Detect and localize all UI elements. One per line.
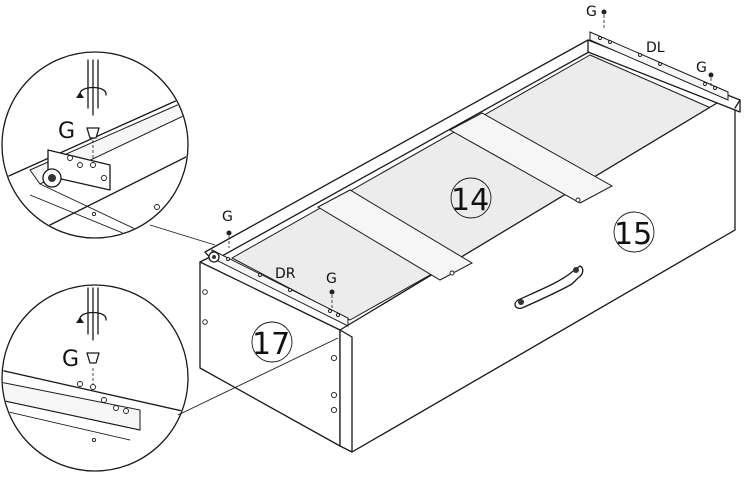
label-screw-g-detail: G	[62, 347, 79, 372]
front-hole-5	[330, 406, 338, 414]
label-screw-g: G	[696, 60, 707, 76]
detail-bottom	[1, 284, 189, 472]
label-runner-dl: DL	[646, 40, 665, 56]
callout-circle-14	[450, 177, 492, 219]
floor-brace-1	[316, 189, 474, 281]
runner-right	[208, 249, 349, 327]
callout-circle-17	[251, 321, 293, 363]
floor-hole	[575, 197, 581, 203]
drawer-body	[199, 39, 741, 453]
callout-circle-15	[613, 211, 655, 253]
screw-icon	[329, 289, 335, 295]
screw-icon	[226, 230, 232, 236]
runner-left	[589, 31, 729, 101]
detail-screw-top	[86, 127, 100, 139]
detail-top	[1, 51, 189, 239]
label-screw-g-detail: G	[58, 119, 75, 144]
drawer-handle	[514, 265, 584, 310]
runner-left-rail	[589, 31, 729, 101]
part-number-15: 15	[614, 217, 652, 252]
handle-screw-right	[573, 267, 579, 273]
front-hole-1	[202, 289, 208, 295]
label-screw-g: G	[586, 4, 597, 20]
floor-brace-2	[448, 112, 614, 204]
part-number-17: 17	[252, 327, 290, 362]
floor-hole-2	[449, 270, 455, 276]
front-hole-4	[330, 391, 338, 399]
label-screw-g: G	[222, 209, 233, 225]
detail-screw-bottom	[86, 352, 100, 364]
label-runner-dr: DR	[275, 266, 296, 282]
label-screw-g: G	[326, 271, 337, 287]
screw-icon	[708, 72, 714, 78]
front-panel-edge	[339, 329, 353, 453]
screws-main	[226, 9, 714, 308]
handle-screw-left	[518, 299, 524, 305]
screw-icon	[601, 9, 607, 15]
front-hole-3	[330, 354, 338, 362]
front-hole-2	[202, 319, 208, 325]
part-number-14: 14	[451, 183, 489, 218]
